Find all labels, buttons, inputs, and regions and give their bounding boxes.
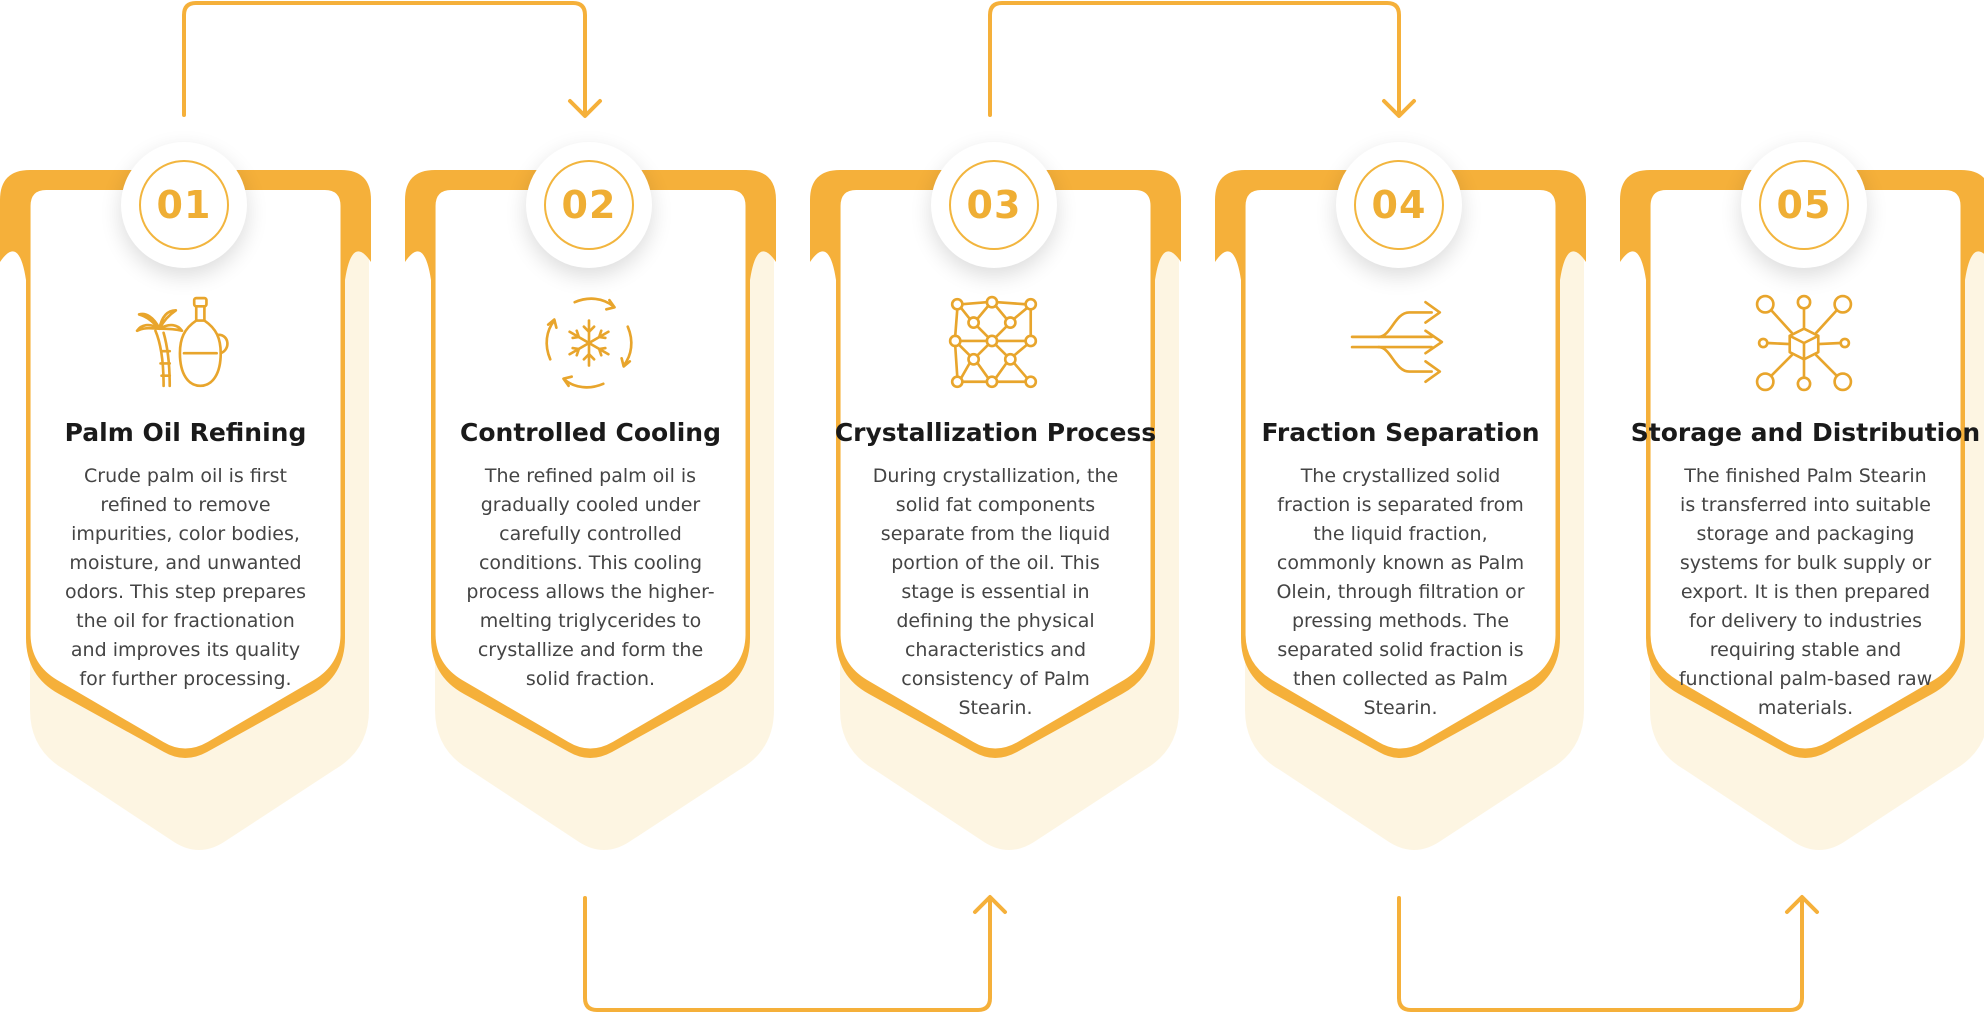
palm-oil-bottle-icon [133, 292, 235, 394]
step-card-02: 02 Controlled Cooling The refined palm o… [405, 142, 776, 870]
step-title: Fraction Separation [1261, 418, 1540, 447]
step-description: During crystallization, the solid fat co… [872, 465, 1119, 719]
card-background-shape [405, 170, 776, 850]
step-badge: 03 [931, 142, 1057, 268]
connector-02-to-03 [583, 896, 992, 1012]
step-description: The finished Palm Stearin is transferred… [1678, 465, 1933, 719]
card-background-shape [810, 170, 1181, 850]
step-number: 02 [561, 183, 617, 227]
step-number: 01 [156, 183, 212, 227]
connector-01-to-02 [182, 1, 587, 117]
arrowhead-up-03 [973, 895, 1007, 914]
split-arrows-icon [1348, 292, 1450, 394]
step-number: 04 [1371, 183, 1427, 227]
step-badge: 01 [121, 142, 247, 268]
arrowhead-down-04 [1382, 99, 1416, 118]
card-background-shape [1620, 170, 1984, 850]
step-title: Storage and Distribution [1630, 418, 1981, 447]
arrowhead-up-05 [1785, 895, 1819, 914]
step-description: The crystallized solid fraction is separ… [1276, 465, 1525, 719]
step-number: 03 [966, 183, 1022, 227]
connector-03-to-04 [988, 1, 1401, 117]
cube-distribution-icon [1753, 292, 1855, 394]
arrowhead-down-02 [568, 99, 602, 118]
card-background-shape [1215, 170, 1586, 850]
step-badge: 05 [1741, 142, 1867, 268]
step-number: 05 [1776, 183, 1832, 227]
step-badge: 02 [526, 142, 652, 268]
molecule-network-icon [943, 292, 1045, 394]
step-description: Crude palm oil is first refined to remov… [65, 465, 306, 690]
card-background-shape [0, 170, 371, 850]
step-badge: 04 [1336, 142, 1462, 268]
step-title: Crystallization Process [834, 418, 1157, 447]
step-card-04: 04 Fraction Separation The crystallized … [1215, 142, 1586, 870]
step-title: Palm Oil Refining [64, 418, 307, 447]
step-description: The refined palm oil is gradually cooled… [466, 465, 715, 690]
step-card-03: 03 Crystallization Process During crysta… [810, 142, 1181, 870]
step-card-01: 01 Palm Oil Refining Crude palm oil is f… [0, 142, 371, 870]
snowflake-cycle-icon [538, 292, 640, 394]
step-card-05: 05 Storage and Distribution The finished… [1620, 142, 1984, 870]
connector-04-to-05 [1397, 896, 1804, 1012]
step-title: Controlled Cooling [460, 418, 721, 447]
